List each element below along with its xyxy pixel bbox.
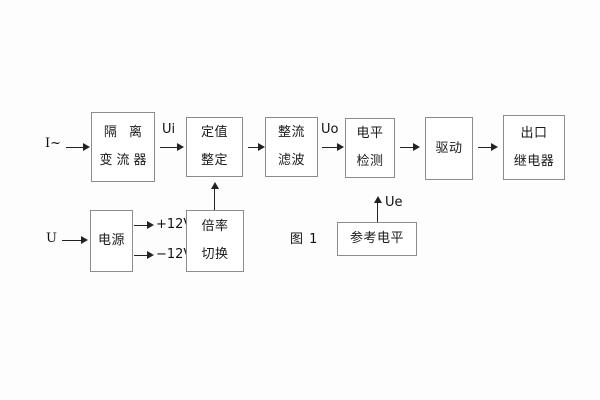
arrowhead-range-to-setting [211,182,219,189]
block-power-supply-line1: 电源 [97,233,125,249]
block-reference-level: 参考电平 [337,222,417,256]
block-level-detect: 电平 检测 [345,118,395,178]
connector-reference-to-level [377,203,378,222]
connector-isolation-to-setting [160,147,178,148]
supply-negative-label: −12V [156,247,193,262]
block-setting: 定值 整定 [186,117,243,177]
connector-power-positive [134,225,148,226]
block-range-switch-line2: 切换 [201,247,229,262]
arrowhead-reference-to-level [374,196,382,203]
block-output-relay: 出口 继电器 [503,115,565,180]
ui-signal-label: Ui [162,122,176,137]
current-input-label: I~ [45,136,62,151]
connector-level-to-drive [400,147,414,148]
block-level-detect-line1: 电平 [356,126,384,142]
arrowhead-input-to-isolation [83,143,90,151]
voltage-input-label: U [46,231,57,246]
connector-range-to-setting [214,189,215,210]
block-setting-line1: 定值 [200,125,228,141]
figure-caption: 图 1 [290,232,319,247]
block-range-switch: 倍率 切换 [186,210,244,272]
block-output-relay-line2: 继电器 [513,153,555,169]
ue-signal-label: Ue [385,195,403,210]
arrowhead-power-negative [147,251,154,259]
block-drive: 驱动 [425,117,473,180]
connector-input-to-power [62,240,82,241]
block-rectify-filter: 整流 滤波 [265,117,318,177]
arrowhead-isolation-to-setting [177,143,184,151]
connector-drive-to-output [478,147,492,148]
block-drive-line1: 驱动 [435,140,463,156]
arrowhead-level-to-drive [413,143,420,151]
arrowhead-drive-to-output [491,143,498,151]
block-range-switch-line1: 倍率 [201,219,229,235]
block-level-detect-line2: 检测 [356,154,384,169]
block-output-relay-line1: 出口 [520,125,548,141]
arrowhead-setting-to-rectify [258,143,265,151]
supply-positive-label: +12V [156,217,193,232]
block-rectify-filter-line1: 整流 [277,125,305,141]
arrowhead-rectify-to-level [337,143,344,151]
block-power-supply: 电源 [90,210,133,272]
connector-setting-to-rectify [248,147,260,148]
connector-rectify-to-level [322,147,338,148]
arrowhead-power-positive [147,221,154,229]
block-rectify-filter-line2: 滤波 [277,153,305,168]
block-isolation-ct-line2: 变流器 [99,153,151,168]
block-reference-level-line1: 参考电平 [349,231,404,247]
block-isolation-ct: 隔 离 变流器 [91,112,155,182]
block-isolation-ct-line1: 隔 离 [103,125,147,141]
connector-power-negative [134,255,148,256]
uo-signal-label: Uo [321,122,339,137]
connector-input-to-isolation [66,147,84,148]
arrowhead-input-to-power [81,236,88,244]
block-setting-line2: 整定 [200,153,228,168]
